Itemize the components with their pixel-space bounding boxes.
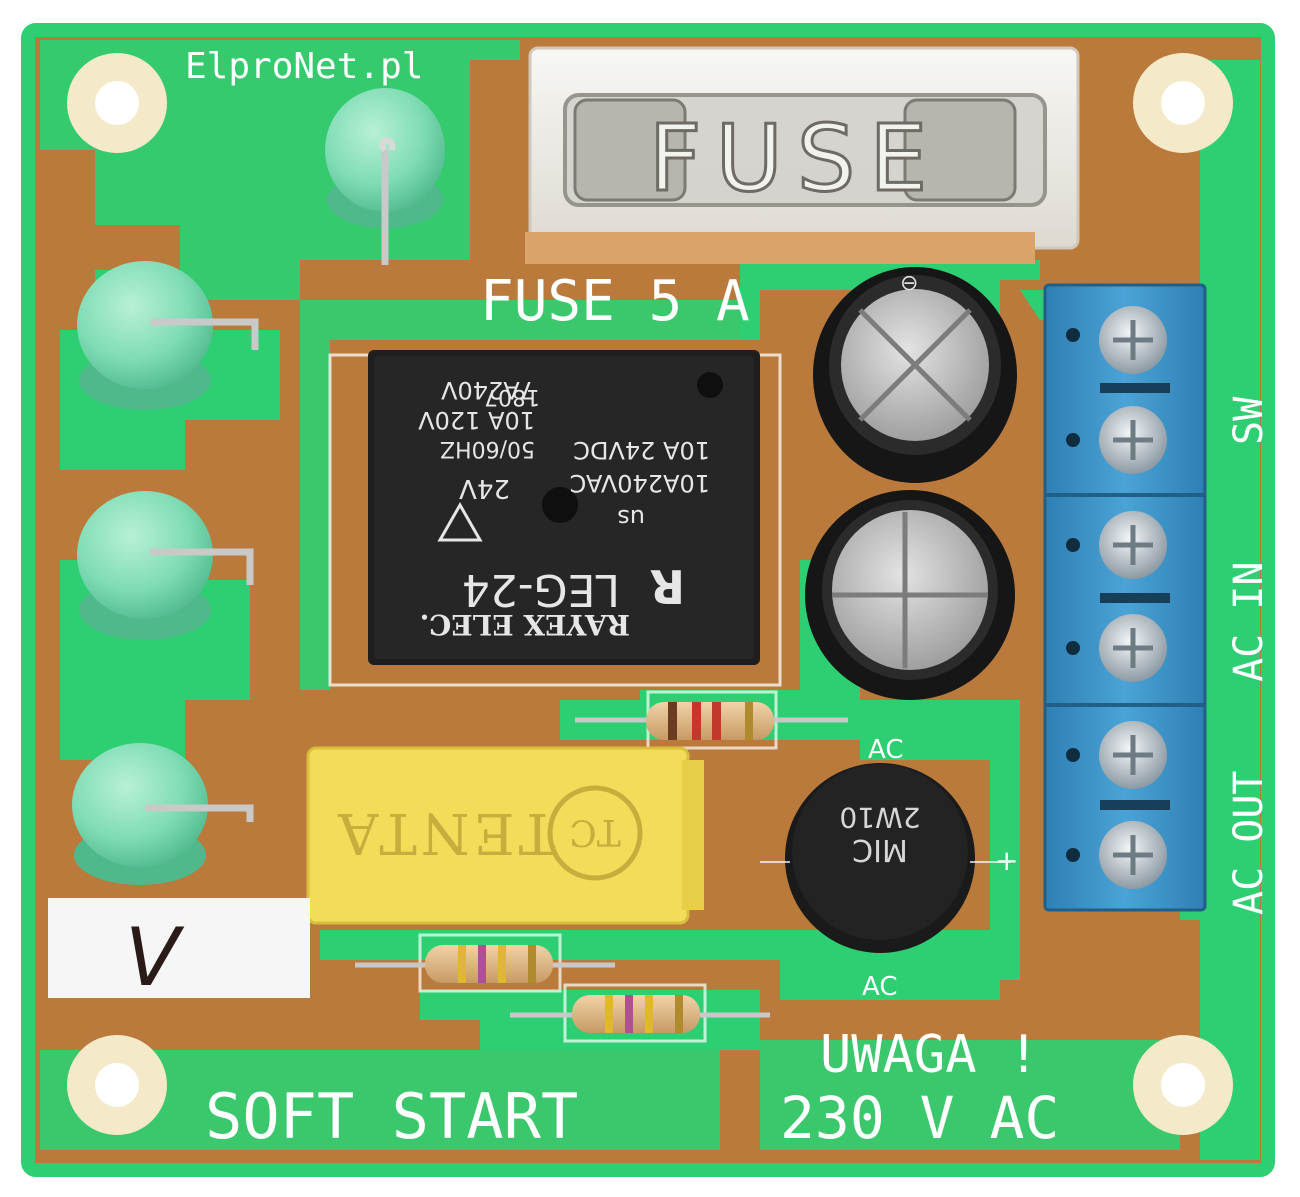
fuse-rating-silkscreen: FUSE 5 A [480,269,750,334]
relay-rating-240: 7A240V [441,376,535,404]
relay-ul-icon: R [650,559,685,613]
electrolytic-capacitor-bottom [805,490,1015,700]
marker-sticker: V [48,898,310,1004]
marker-label: V [125,911,185,1004]
relay-model: LEG-24 [462,564,620,615]
terminal-label-sw: SW [1226,396,1272,445]
bridge-label-ac-bottom: AC [862,972,897,1002]
relay-pin1-dot [697,372,723,398]
capacitor-polarity-mark: ⊖ [900,271,918,296]
electrolytic-capacitor-top: ⊖ [813,267,1017,483]
relay-coil: 24V [459,473,510,503]
bridge-plus-sign: + [995,844,1018,877]
mounting-hole-bottom-left [67,1035,167,1135]
relay-brand: RAYEX ELEC. [420,608,630,641]
relay-center-dot [542,487,578,523]
relay-date-code: 1807 [484,384,540,409]
terminal-screw-2[interactable] [1099,406,1167,474]
warning-voltage-silkscreen: 230 V AC [780,1084,1059,1152]
x-capacitor-logo: TC [569,811,621,852]
relay: 1807 10A240VAC 10A 24VDC 7A240V 10A 120V… [368,350,760,665]
relay-rating-120: 10A 120V [418,406,535,434]
relay-frequency: 50/60HZ [440,436,535,461]
terminal-screw-5[interactable] [1099,721,1167,789]
relay-rating-ac: 10A240VAC [570,469,710,497]
terminal-screw-3[interactable] [1099,511,1167,579]
relay-cert-mark: us [617,504,645,532]
warning-triangle-icon [437,501,483,542]
warning-title-silkscreen: UWAGA ! [820,1025,1039,1085]
terminal-label-ac-in: AC IN [1226,562,1272,682]
copper-border [21,23,1275,1177]
terminal-blocks [1043,283,1207,912]
mounting-hole-bottom-right [1133,1035,1233,1135]
terminal-screw-6[interactable] [1099,821,1167,889]
bridge-rectifier: MIC 2W10 + [760,763,1018,953]
fuse-holder: FUSE [525,46,1080,264]
mounting-hole-top-left [67,53,167,153]
inductor-left-3 [72,743,254,885]
terminal-screw-4[interactable] [1099,614,1167,682]
fuse-cap-text: FUSE [649,105,942,212]
resistor-2 [355,945,615,983]
bridge-brand: MIC [852,832,908,867]
x-capacitor-brand: TENTA [334,800,556,865]
terminal-screw-1[interactable] [1099,306,1167,374]
resistor-3 [510,995,770,1033]
inductor-left-1 [77,261,259,410]
inductor-top [325,88,445,265]
fuse-end-cap-left [573,98,687,202]
relay-rating-dc: 10A 24VDC [573,436,710,464]
tc-logo-circle [547,785,643,881]
bridge-label-ac-top: AC [868,735,903,765]
bridge-model: 2W10 [839,801,920,834]
terminal-label-ac-out: AC OUT [1226,771,1272,916]
mounting-holes [67,53,1233,1135]
mounting-hole-top-right [1133,53,1233,153]
resistor-1 [575,702,848,740]
inductor-left-2 [77,491,254,640]
brand-silkscreen: ElproNet.pl [185,46,423,87]
product-name-silkscreen: SOFT START [205,1080,578,1153]
x-capacitor: TC TENTA [306,746,704,925]
fuse-end-cap-right [903,98,1017,202]
